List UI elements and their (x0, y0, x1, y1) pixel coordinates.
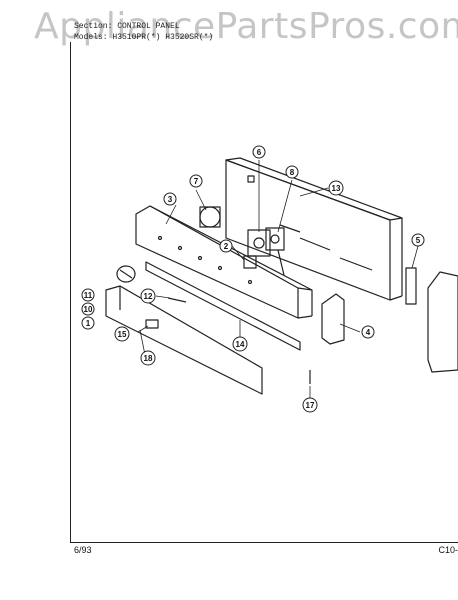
page-frame-bottom (70, 542, 458, 543)
callout-14: 15 (114, 326, 130, 342)
svg-text:15: 15 (118, 330, 127, 339)
callout-7: 7 (189, 174, 203, 188)
svg-text:5: 5 (416, 236, 421, 245)
svg-text:1: 1 (86, 319, 91, 328)
footer-page-number: C10- (438, 545, 458, 555)
callout-18: 18 (140, 350, 156, 366)
callout-5: 5 (411, 233, 425, 247)
back-panel-part (225, 157, 403, 301)
switch-part (265, 227, 285, 276)
svg-text:14: 14 (236, 340, 245, 349)
svg-text:3: 3 (168, 195, 173, 204)
svg-text:4: 4 (366, 328, 371, 337)
svg-text:13: 13 (332, 184, 341, 193)
footer-date: 6/93 (74, 545, 92, 555)
callout-17: 17 (302, 397, 318, 413)
svg-text:11: 11 (84, 291, 93, 300)
svg-text:8: 8 (290, 168, 295, 177)
svg-text:7: 7 (194, 177, 199, 186)
svg-text:12: 12 (144, 292, 153, 301)
callout-13: 13 (328, 180, 344, 196)
screw-part (167, 297, 187, 303)
callout-1: 1 (81, 316, 95, 330)
svg-text:18: 18 (144, 354, 153, 363)
svg-text:17: 17 (306, 401, 315, 410)
callout-12: 12 (140, 288, 156, 304)
knob-part (116, 265, 136, 283)
clip-part (145, 319, 159, 329)
bracket-part (405, 267, 417, 305)
callout-15: 14 (232, 336, 248, 352)
callout-11: 11 (81, 288, 95, 302)
control-panel-part (135, 205, 313, 319)
side-trim-part (427, 271, 458, 373)
page-frame-left (70, 42, 71, 542)
trim-strip-part (145, 261, 301, 351)
callout-6: 6 (252, 145, 266, 159)
callout-10: 10 (81, 302, 95, 316)
callout-3: 3 (163, 192, 177, 206)
models-line: Models: H3510PR(*) H3520SR(*) (74, 33, 214, 42)
end-bracket-part (321, 293, 345, 345)
callout-8: 8 (285, 165, 299, 179)
watermark: AppliancePartsPros.com (34, 6, 458, 47)
svg-text:6: 6 (257, 148, 262, 157)
section-title: Section: CONTROL PANEL (74, 22, 180, 31)
timer-part (247, 229, 271, 257)
leader-lines (137, 160, 419, 404)
callout-2: 2 (219, 239, 233, 253)
lower-trim-part (105, 285, 263, 395)
clock-part (199, 206, 221, 228)
callout-4: 4 (361, 325, 375, 339)
svg-text:10: 10 (84, 305, 93, 314)
indicator-part (243, 255, 257, 269)
svg-text:2: 2 (224, 242, 229, 251)
